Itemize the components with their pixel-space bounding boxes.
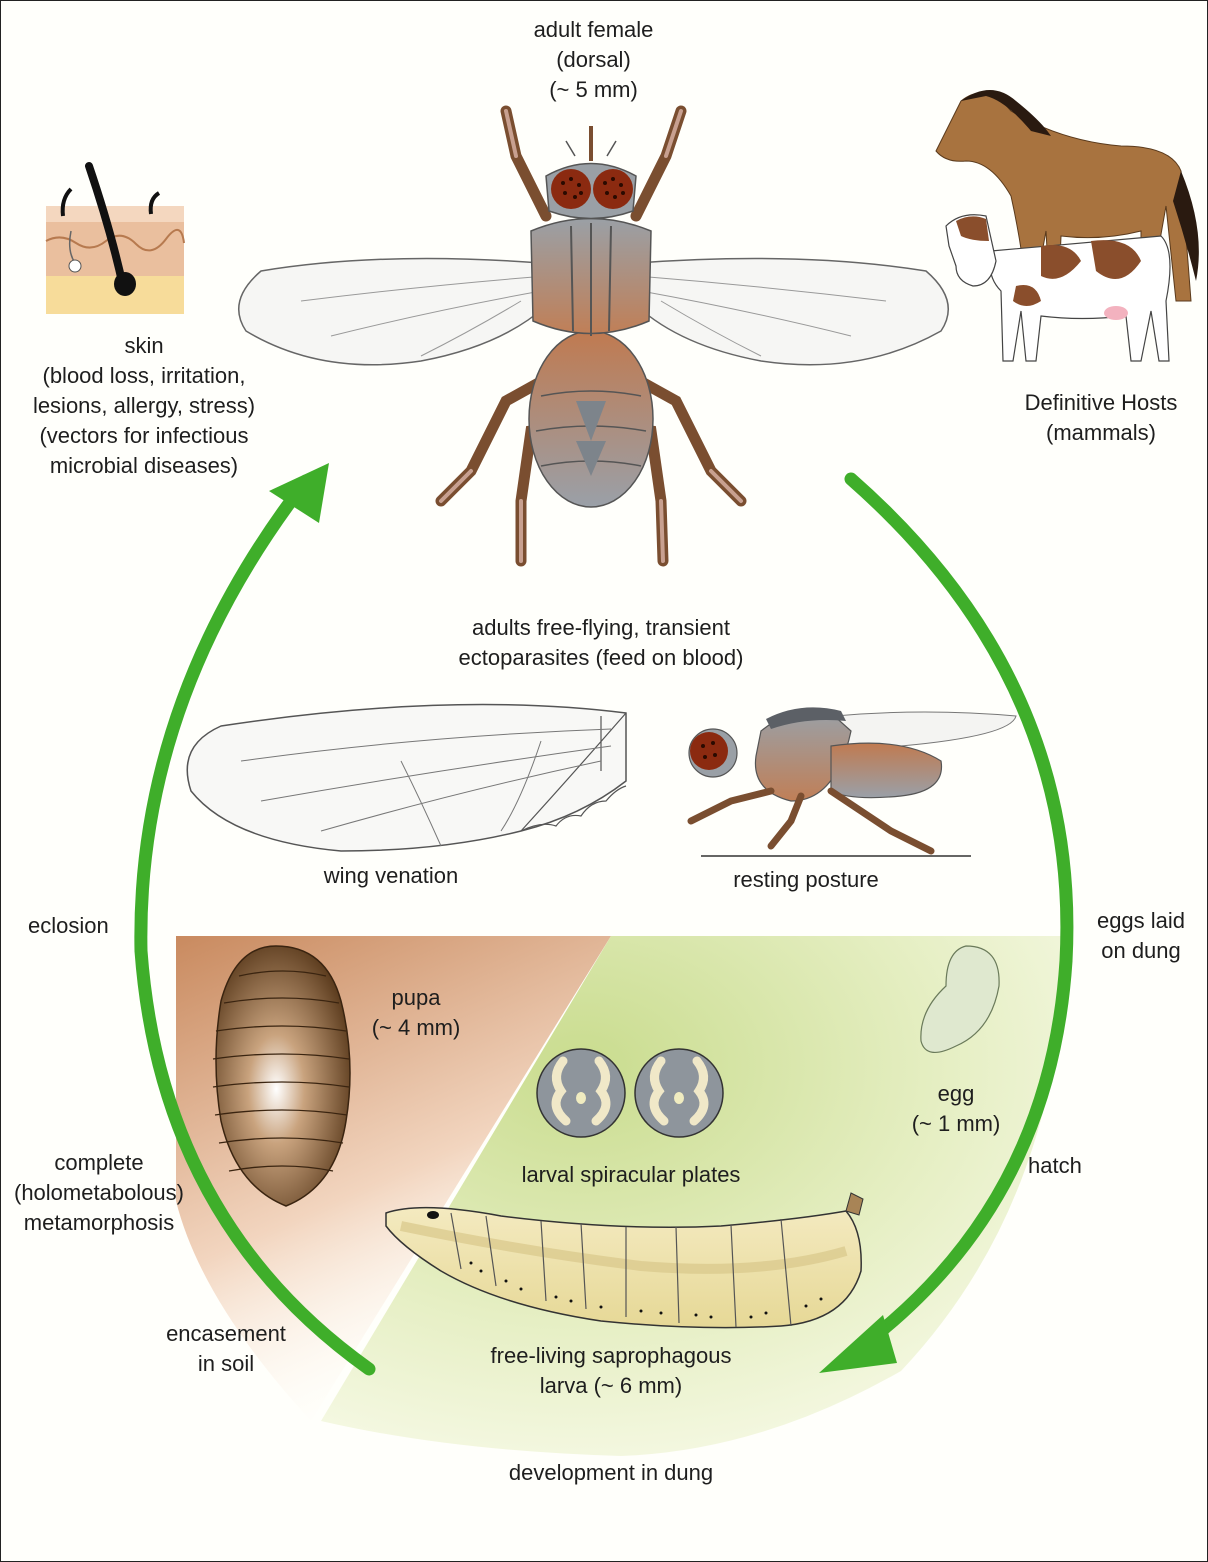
hosts-label-line: Definitive Hosts — [1001, 388, 1201, 418]
egg-label-line: egg — [896, 1079, 1016, 1109]
definitive-hosts-label: Definitive Hosts (mammals) — [1001, 388, 1201, 448]
pupa-label: pupa (~ 4 mm) — [356, 983, 476, 1043]
eclosion-label: eclosion — [28, 911, 109, 941]
metamorphosis-line: metamorphosis — [1, 1208, 197, 1238]
skin-label-line: lesions, allergy, stress) — [9, 391, 279, 421]
encasement-line: in soil — [156, 1349, 296, 1379]
metamorphosis-label: complete (holometabolous) metamorphosis — [1, 1148, 197, 1238]
skin-label-line: (vectors for infectious — [9, 421, 279, 451]
wing-icon — [187, 705, 626, 851]
larva-label-line: free-living saprophagous — [461, 1341, 761, 1371]
behavior-label-line: ectoparasites (feed on blood) — [421, 643, 781, 673]
fly-dorsal-icon — [239, 111, 949, 561]
encasement-line: encasement — [156, 1319, 296, 1349]
hosts-label-line: (mammals) — [1001, 418, 1201, 448]
skin-section-icon — [46, 166, 184, 314]
skin-label: skin (blood loss, irritation, lesions, a… — [9, 331, 279, 481]
larva-label: free-living saprophagous larva (~ 6 mm) — [461, 1341, 761, 1401]
adult-label-line: (~ 5 mm) — [506, 75, 681, 105]
adult-label-line: adult female — [506, 15, 681, 45]
eggs-laid-label: eggs laid on dung — [1081, 906, 1201, 966]
adult-female-label: adult female (dorsal) (~ 5 mm) — [506, 15, 681, 105]
pupa-label-line: (~ 4 mm) — [356, 1013, 476, 1043]
skin-label-line: skin — [9, 331, 279, 361]
eggs-laid-line: eggs laid — [1081, 906, 1201, 936]
encasement-label: encasement in soil — [156, 1319, 296, 1379]
wing-venation-label: wing venation — [301, 861, 481, 891]
egg-label: egg (~ 1 mm) — [896, 1079, 1016, 1139]
metamorphosis-line: (holometabolous) — [1, 1178, 197, 1208]
skin-label-line: microbial diseases) — [9, 451, 279, 481]
fly-lateral-icon — [689, 707, 1016, 856]
behavior-label-line: adults free-flying, transient — [421, 613, 781, 643]
resting-posture-label: resting posture — [716, 865, 896, 895]
egg-label-line: (~ 1 mm) — [896, 1109, 1016, 1139]
pupa-label-line: pupa — [356, 983, 476, 1013]
eggs-laid-line: on dung — [1081, 936, 1201, 966]
adults-behavior-label: adults free-flying, transient ectoparasi… — [421, 613, 781, 673]
development-label: development in dung — [481, 1458, 741, 1488]
hatch-label: hatch — [1028, 1151, 1082, 1181]
spiracular-plates-label: larval spiracular plates — [501, 1160, 761, 1190]
adult-label-line: (dorsal) — [506, 45, 681, 75]
larva-label-line: larva (~ 6 mm) — [461, 1371, 761, 1401]
skin-label-line: (blood loss, irritation, — [9, 361, 279, 391]
metamorphosis-line: complete — [1, 1148, 197, 1178]
